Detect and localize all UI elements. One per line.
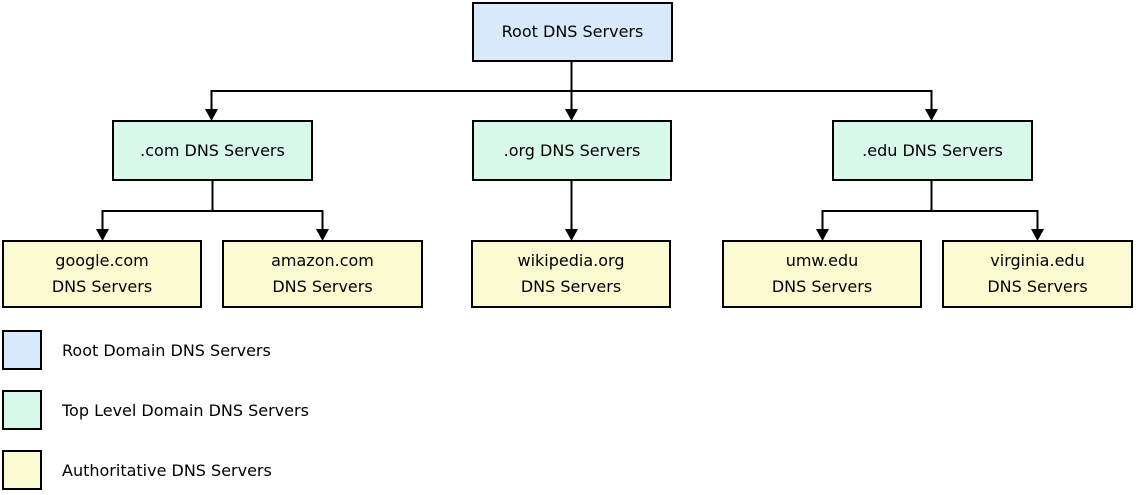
legend-swatch-top-level-domain [2,390,42,430]
node-label: .com DNS Servers [140,140,285,160]
node-label-line2: DNS Servers [520,277,622,296]
node-label-line2: DNS Servers [987,277,1088,296]
node-wikipedia-org-dns-servers: wikipedia.org DNS Servers [471,240,671,308]
node-virginia-edu-dns-servers: virginia.edu DNS Servers [942,240,1133,308]
node-label: .edu DNS Servers [862,140,1003,160]
legend-swatch-root-domain [2,330,42,370]
node-label-line1: amazon.com [271,251,374,270]
node-label: .org DNS Servers [503,140,641,160]
node-label-line2: DNS Servers [272,277,373,296]
node-edu-dns-servers: .edu DNS Servers [832,120,1033,181]
node-com-dns-servers: .com DNS Servers [112,120,313,181]
node-amazon-com-dns-servers: amazon.com DNS Servers [222,240,423,308]
node-label-line2: DNS Servers [51,277,153,296]
legend-label: Root Domain DNS Servers [62,340,271,360]
legend-swatch-authoritative [2,450,42,490]
node-label-line1: wikipedia.org [517,251,625,270]
node-label-line1: google.com [55,251,149,270]
node-label-line1: virginia.edu [990,251,1085,270]
node-label-line2: DNS Servers [771,277,873,296]
node-root-dns-servers: Root DNS Servers [472,2,673,62]
node-label-line1: umw.edu [785,251,859,270]
legend-label: Top Level Domain DNS Servers [62,400,309,420]
legend-label: Authoritative DNS Servers [62,460,272,480]
node-google-com-dns-servers: google.com DNS Servers [2,240,202,308]
node-umw-edu-dns-servers: umw.edu DNS Servers [722,240,922,308]
node-label: Root DNS Servers [501,22,644,41]
node-org-dns-servers: .org DNS Servers [472,120,672,181]
